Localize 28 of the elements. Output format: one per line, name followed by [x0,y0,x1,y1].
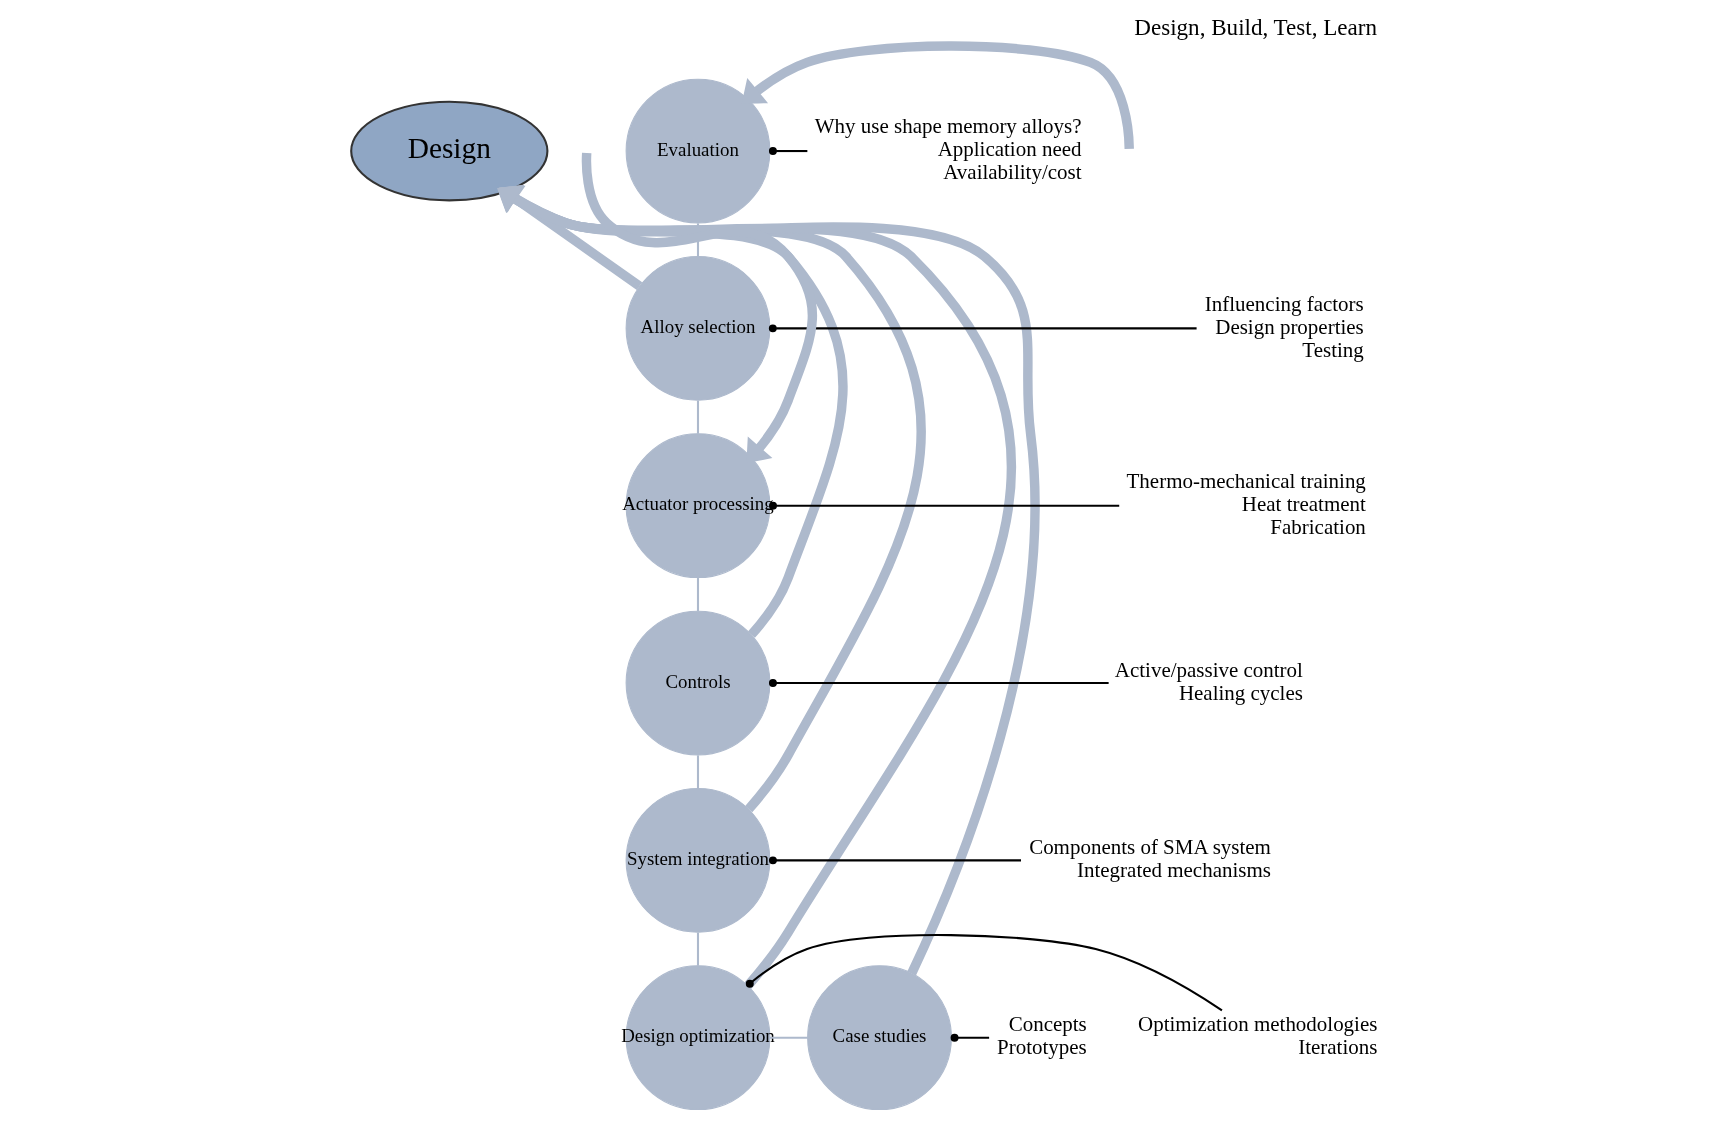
node-ellipse: Design [349,100,548,202]
node-text: Thermo-mechanical training Heat treatment Fabrication [1126,468,1366,540]
connector [696,223,699,257]
arrow [581,152,817,463]
connector [950,1033,989,1042]
connector [696,932,699,966]
connector [696,755,699,789]
connector [769,1036,808,1039]
node-circle: Case studies [806,965,952,1111]
node-text: Why use shape memory alloys? Application need Availability/cost [814,114,1082,185]
node-text: Concepts Prototypes [996,1012,1087,1060]
arrow [741,41,1134,150]
connector [768,501,1119,510]
connector [696,400,699,434]
node-text: Active/passive control Healing cycles [1114,657,1303,705]
node-text: Optimization methodologies Iterations [1137,1012,1377,1060]
connector [768,324,1197,333]
connector [696,578,699,612]
node-text: Influencing factors Design properties Testing [1204,291,1364,362]
connector [768,147,807,156]
connector [768,679,1109,687]
diagram-title: Design, Build, Test, Learn [1133,14,1377,41]
node-circle: Alloy selection [625,255,770,401]
connector [768,856,1021,865]
node-text: Components of SMA system Integrated mechanisms [1028,835,1271,883]
node-circle: System integration [625,787,770,933]
connector [745,934,1222,1012]
node-circle: Controls [625,610,770,756]
